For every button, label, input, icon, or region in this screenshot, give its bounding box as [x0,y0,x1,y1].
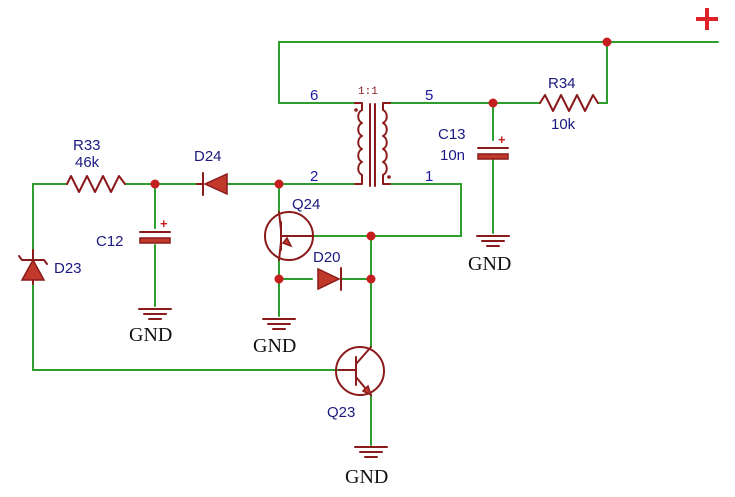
capacitor-c13: + [477,132,509,160]
d23-ref: D23 [54,260,82,277]
resistor-r33 [66,175,126,193]
transformer-pin-2: 2 [310,168,318,185]
c13-ref: C13 [438,126,466,143]
transformer-pin-1: 1 [425,168,433,185]
r33-ref: R33 [73,137,101,154]
wires [32,41,719,446]
transformer-ratio: 1:1 [358,86,378,98]
zener-diode-d23 [18,249,48,285]
d24-ref: D24 [194,148,222,165]
q24-ref: Q24 [292,196,320,213]
ground-symbol-q24 [262,318,296,330]
transformer-pin-6: 6 [310,87,318,104]
ground-symbol-q23 [354,446,388,458]
q23-ref: Q23 [327,404,355,421]
transistor-q23 [335,346,385,397]
r33-value: 46k [75,154,100,171]
transformer-pin-5: 5 [425,87,433,104]
resistor-r34 [539,94,599,112]
c13-plus: + [498,132,506,147]
diode-d20 [317,267,342,291]
c13-value: 10n [440,147,465,164]
c12-ref: C12 [96,233,124,250]
r34-ref: R34 [548,75,576,92]
ground-symbol-c13 [476,235,510,247]
ground-symbol-c12 [138,308,172,320]
c12-plus: + [160,216,168,231]
diode-d24 [196,172,228,196]
transformer-t1: 1:1 [354,86,391,187]
gnd-label-q24: GND [253,335,296,357]
gnd-label-c12: GND [129,324,172,346]
gnd-label-q23: GND [345,466,388,488]
transistor-q24 [264,211,314,261]
vplus-symbol [696,8,718,30]
gnd-label-c13: GND [468,253,511,275]
capacitor-c12: + [139,216,171,244]
r34-value: 10k [551,116,576,133]
junctions [150,37,612,284]
d20-ref: D20 [313,249,341,266]
